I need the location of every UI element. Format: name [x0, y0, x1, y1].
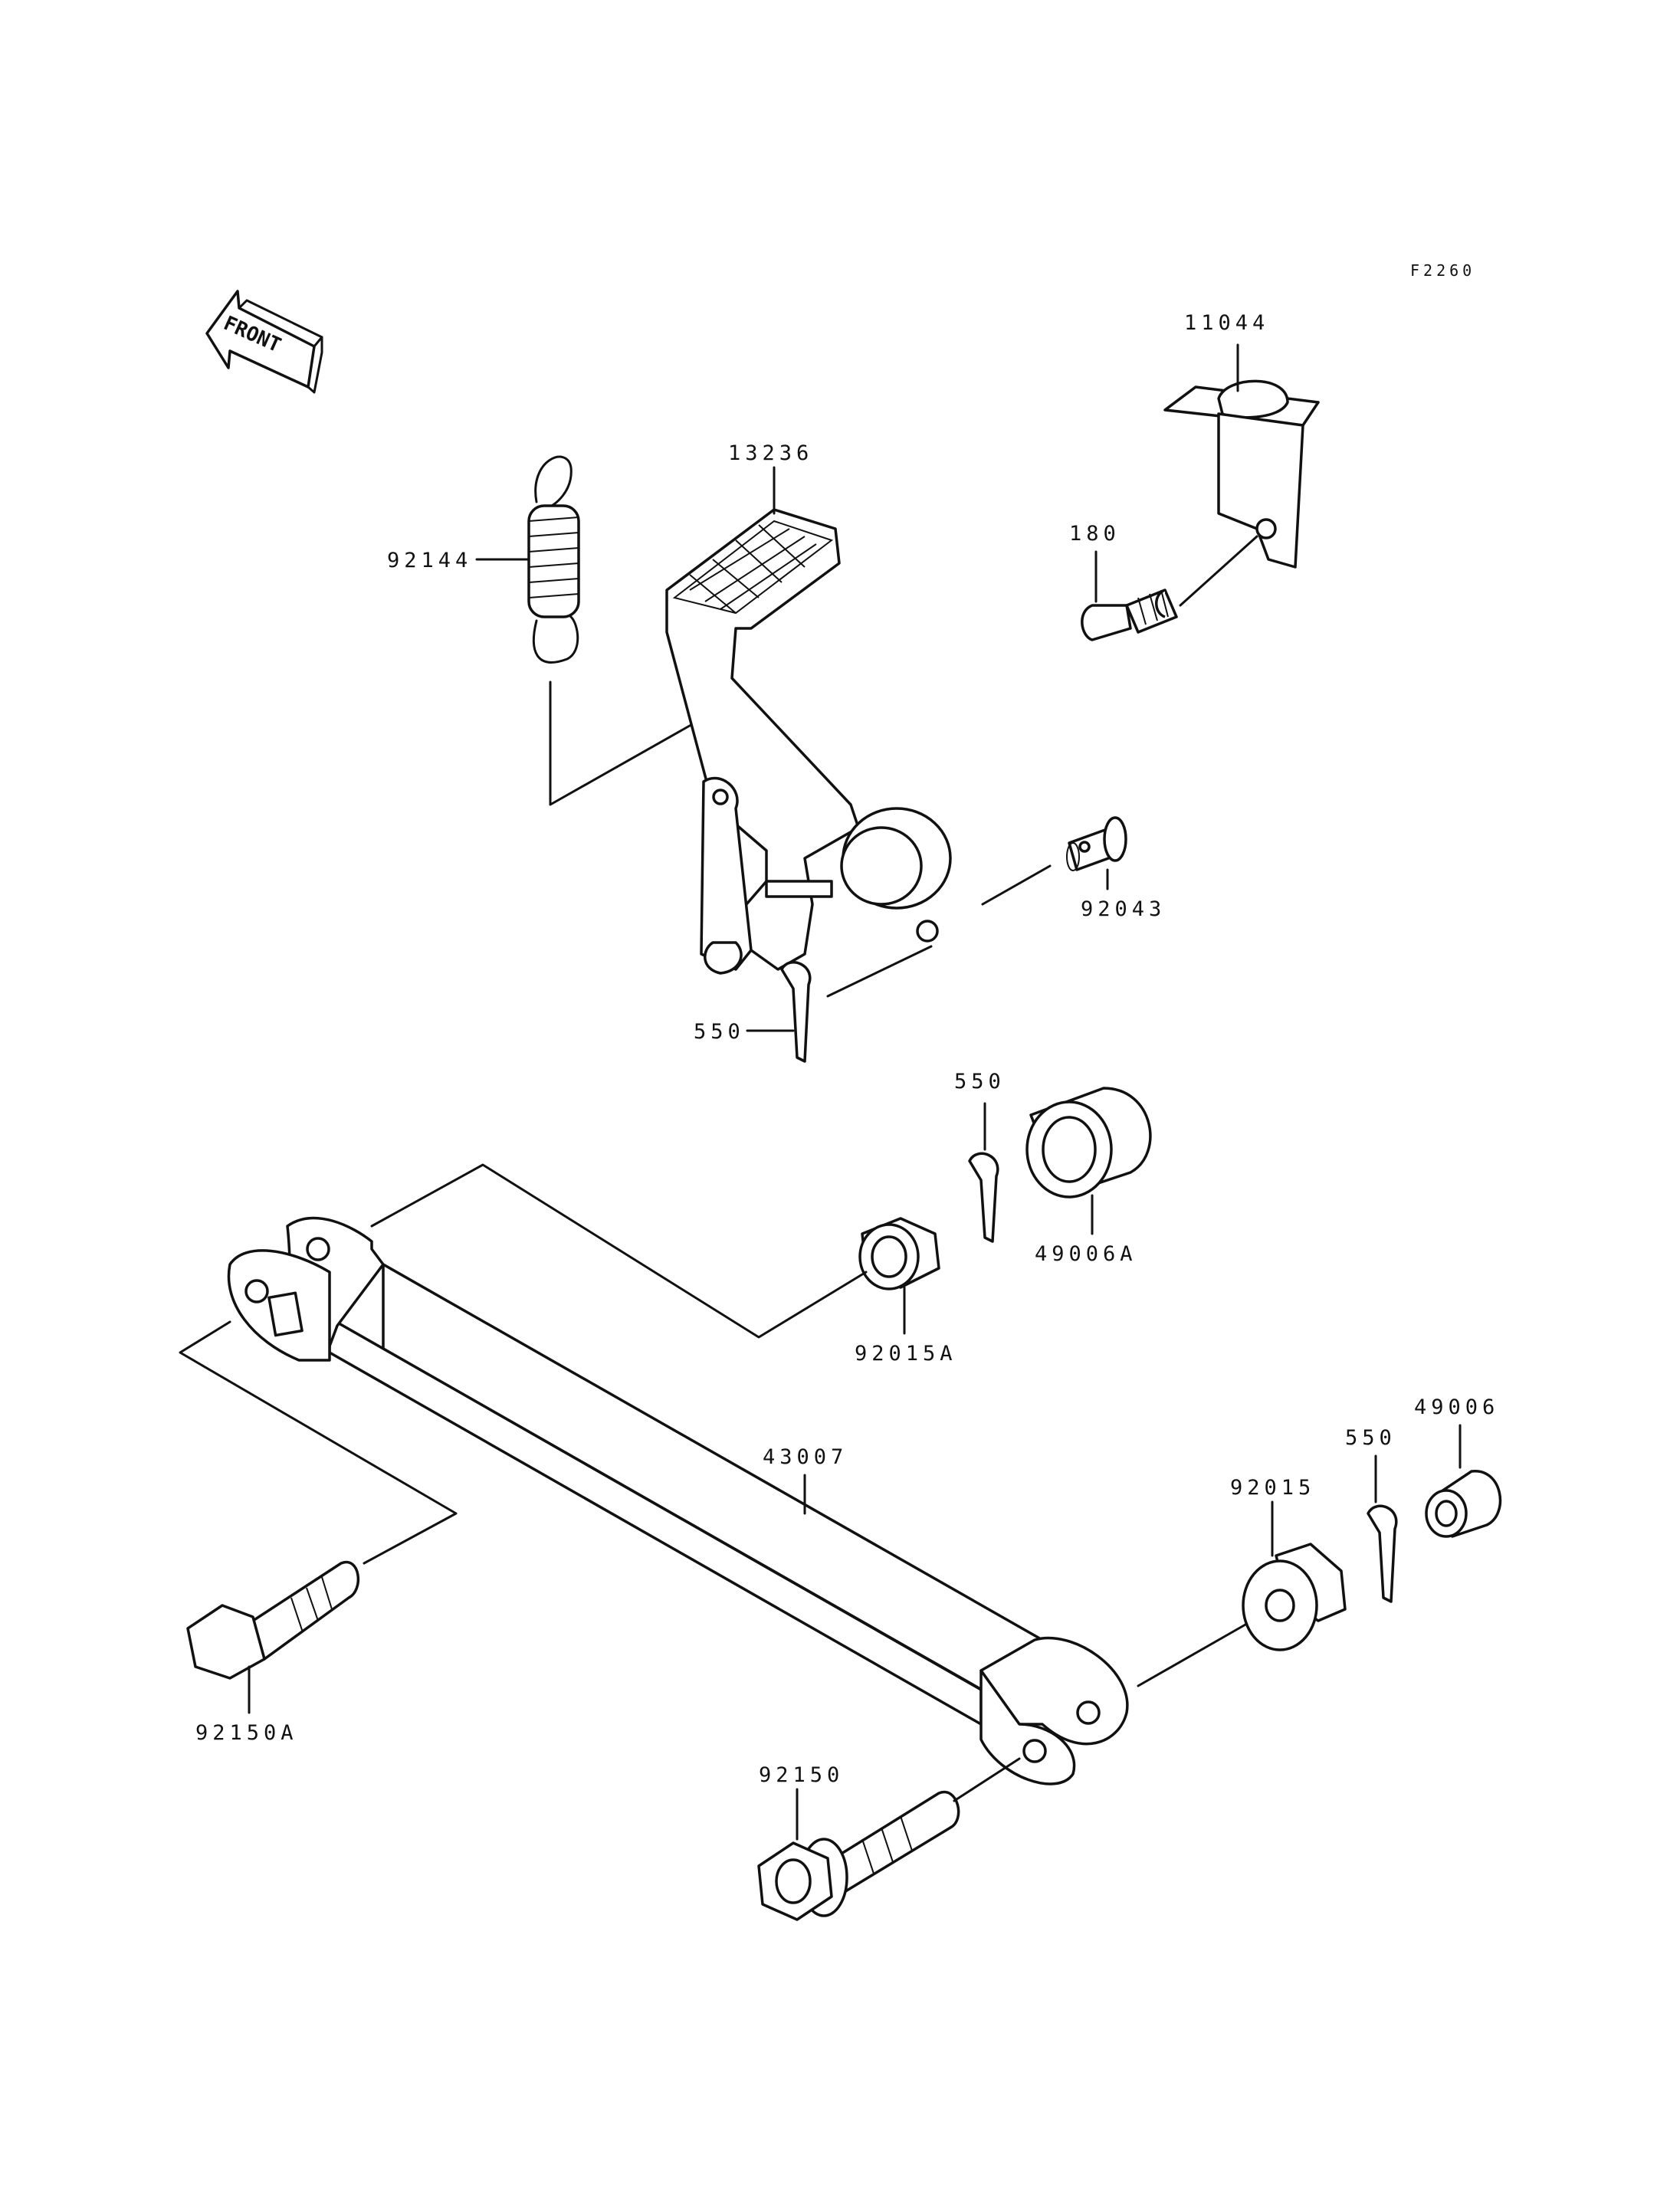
collar-49006 — [1425, 1470, 1502, 1538]
part-label-92043: 92043 — [1081, 897, 1166, 921]
part-label-92150: 92150 — [759, 1763, 844, 1787]
rod-43007 — [227, 1216, 1129, 1785]
figure-ref-code: F2260 — [1410, 261, 1475, 280]
bolt-92150 — [757, 1790, 960, 1921]
brake-pedal-13236 — [665, 508, 952, 971]
part-label-92015: 92015 — [1230, 1476, 1315, 1500]
part-label-43007: 43007 — [763, 1445, 848, 1469]
bolt-92150A — [186, 1560, 360, 1680]
part-label-11044: 11044 — [1184, 311, 1269, 335]
spring-92144 — [527, 455, 580, 664]
cotter-pin-550-mid — [968, 1152, 999, 1243]
part-label-550-low: 550 — [1345, 1426, 1396, 1450]
part-label-92144: 92144 — [387, 549, 472, 572]
part-label-92015A: 92015A — [855, 1342, 957, 1366]
cotter-pin-550-top — [780, 961, 812, 1063]
part-label-13236: 13236 — [728, 441, 813, 465]
pin-92043 — [1066, 816, 1127, 871]
part-label-49006: 49006 — [1414, 1395, 1499, 1419]
part-label-550-top: 550 — [694, 1020, 745, 1044]
bracket-11044 — [1163, 379, 1320, 569]
part-label-550-mid: 550 — [954, 1070, 1006, 1094]
collar-49006A — [1025, 1087, 1152, 1199]
part-label-49006A: 49006A — [1035, 1242, 1137, 1266]
part-label-92150A: 92150A — [195, 1721, 298, 1745]
cotter-pin-550-low — [1367, 1504, 1398, 1603]
nut-92015 — [1242, 1543, 1347, 1651]
part-label-180: 180 — [1069, 522, 1121, 546]
nut-92015A — [858, 1217, 940, 1290]
bolt-180 — [1081, 589, 1178, 641]
pedal-lever-arm — [700, 776, 753, 975]
front-arrow-icon: FRONT — [205, 290, 323, 394]
